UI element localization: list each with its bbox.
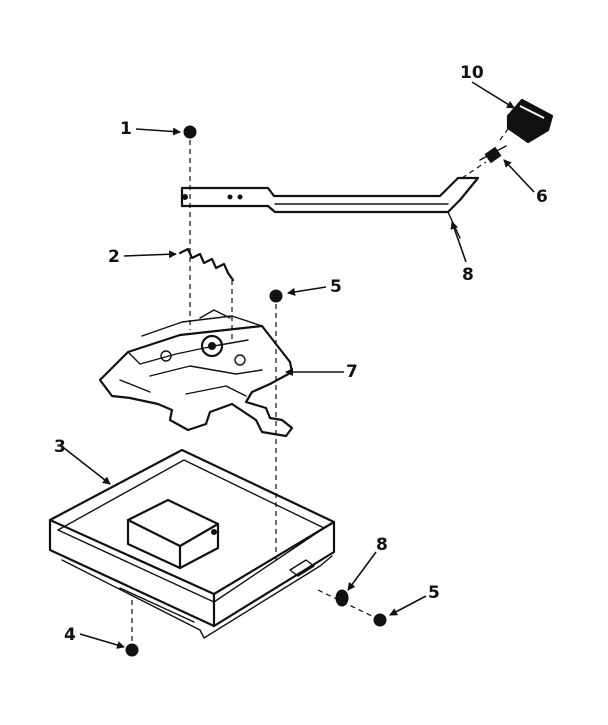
- screw-1-part: [183, 125, 197, 139]
- clip-part: [479, 145, 507, 164]
- callout-labels: 1 2 5 6 10 8 7 3 4 8 5: [54, 63, 548, 645]
- callout-4: 4: [64, 625, 76, 645]
- screw-4-part: [125, 643, 139, 657]
- spring-part: [178, 247, 235, 282]
- screw-5-lower-part: [373, 613, 387, 627]
- knob-part: [506, 98, 554, 144]
- callout-leaders: [63, 81, 535, 649]
- callout-5-lower: 5: [428, 583, 440, 603]
- callout-10: 10: [460, 63, 484, 83]
- screw-5-upper-part: [269, 289, 283, 303]
- callout-1: 1: [120, 119, 132, 139]
- callout-7: 7: [346, 362, 358, 382]
- lever-rod-part: [180, 176, 480, 239]
- alignment-lines: [131, 125, 511, 642]
- callout-3: 3: [54, 437, 66, 457]
- callout-8-lower: 8: [376, 535, 388, 555]
- washer-8-part: [335, 589, 349, 607]
- latch-assembly-part: [98, 309, 294, 438]
- callout-6: 6: [536, 187, 548, 207]
- callout-5-upper: 5: [330, 277, 342, 297]
- tray-part: [48, 448, 336, 639]
- callout-8-upper: 8: [462, 265, 474, 285]
- callout-2: 2: [108, 247, 120, 267]
